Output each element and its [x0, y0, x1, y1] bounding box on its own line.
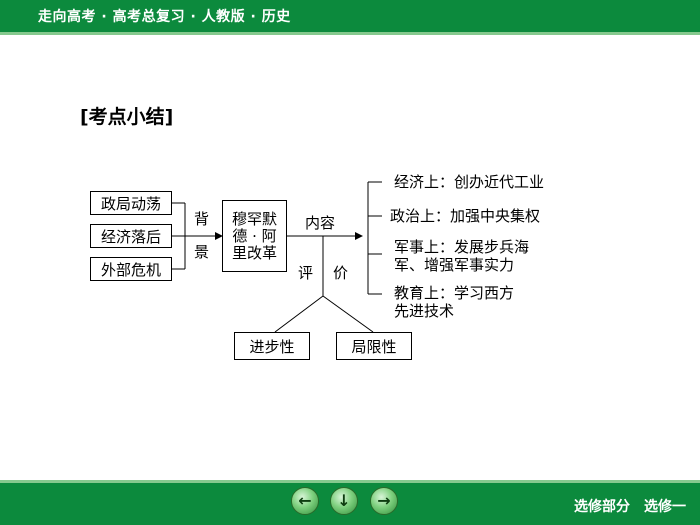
content-item-politics: 政治上：加强中央集权 [390, 207, 541, 225]
content-item-education-line1: 教育上：学习西方 [394, 284, 515, 302]
content-item-military-line2: 军、增强军事实力 [394, 256, 515, 274]
content-item-military-line1: 军事上：发展步兵海 [394, 238, 530, 256]
section-title: [考点小结] [80, 106, 174, 128]
header-title: 走向高考 · 高考总复习 · 人教版 · 历史 [38, 9, 291, 25]
cause-box-politics: 政局动荡 [90, 191, 172, 215]
content-label: 内容 [305, 214, 336, 232]
background-label-top: 背 [194, 210, 210, 228]
footer-label: 选修部分 选修一 [574, 499, 686, 515]
evaluation-box-limitations: 局限性 [336, 332, 412, 360]
reform-line-1: 穆罕默 [231, 209, 277, 228]
header-divider [0, 32, 700, 35]
arrow-down-icon: ↓ [337, 491, 351, 510]
content-item-economy: 经济上：创办近代工业 [394, 173, 545, 191]
arrow-left-icon: ← [298, 491, 312, 510]
cause-box-external: 外部危机 [90, 257, 172, 281]
arrow-right-icon: → [377, 491, 391, 510]
reform-line-2: 德 · 阿 [232, 226, 277, 245]
content-item-education-line2: 先进技术 [394, 302, 455, 320]
down-button[interactable]: ↓ [330, 487, 358, 515]
reform-box: 穆罕默 德 · 阿 里改革 [222, 200, 287, 272]
prev-button[interactable]: ← [291, 487, 319, 515]
cause-box-economy: 经济落后 [90, 224, 172, 248]
background-label-bottom: 景 [194, 243, 210, 261]
evaluation-box-progressive: 进步性 [234, 332, 310, 360]
next-button[interactable]: → [370, 487, 398, 515]
evaluation-label-left: 评 [298, 264, 314, 282]
header-bar: 走向高考 · 高考总复习 · 人教版 · 历史 [0, 0, 700, 32]
reform-line-3: 里改革 [231, 243, 277, 262]
footer-bar: 选修部分 选修一 [0, 483, 700, 525]
evaluation-label-right: 价 [333, 264, 349, 282]
footer-divider [0, 480, 700, 483]
